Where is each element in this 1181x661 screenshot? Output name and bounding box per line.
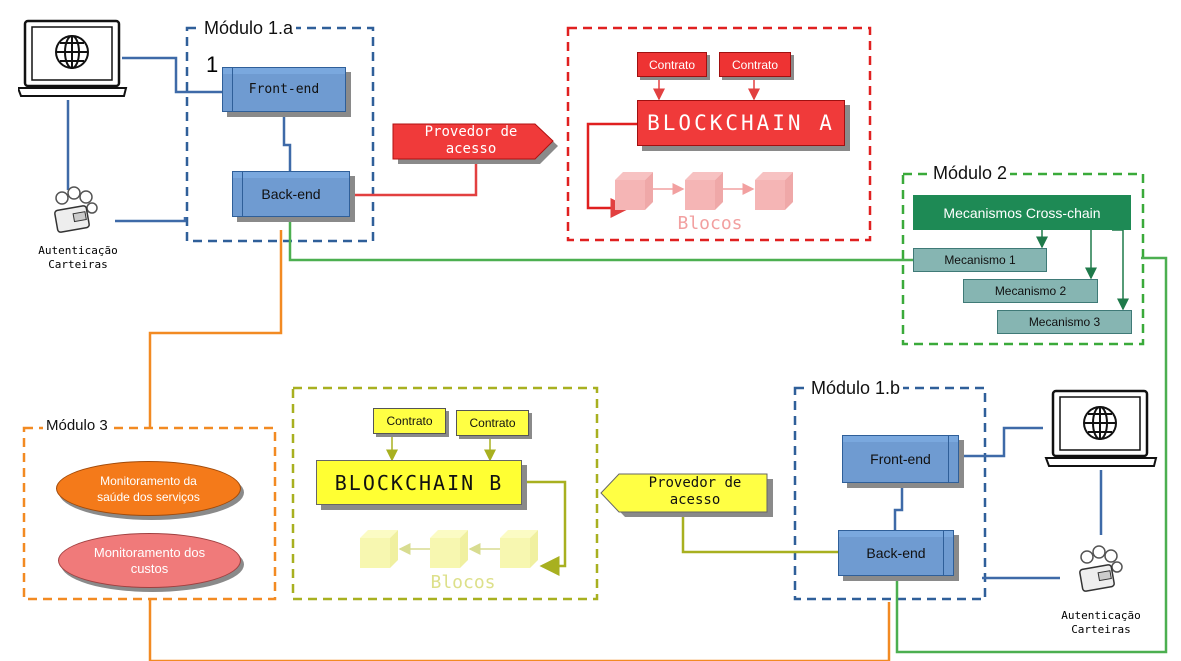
provider-arrow-b: Provedor de acesso	[600, 472, 776, 520]
block-a1	[613, 170, 655, 217]
block-a2	[683, 170, 725, 217]
module-2-title: Módulo 2	[930, 163, 1011, 184]
frontend-box-a[interactable]: Front-end	[222, 67, 346, 112]
frontend-label-b: Front-end	[870, 451, 931, 467]
provider-label-b: Provedor de acesso	[648, 475, 742, 508]
blocks-label-b: Blocos	[430, 572, 496, 593]
crosschain-header[interactable]: Mecanismos Cross-chain	[913, 195, 1131, 230]
provider-arrow-shape-a	[392, 123, 558, 164]
blockchain-a-frame	[566, 26, 872, 242]
backend-box-b[interactable]: Back-end	[838, 530, 954, 576]
wallet-a	[48, 186, 98, 236]
monitor-health[interactable]: Monitoramento da saúde dos serviços	[56, 461, 241, 516]
wallet-b	[1073, 545, 1123, 595]
frontend-label-a: Front-end	[248, 82, 320, 97]
laptop-globe-icon	[16, 19, 128, 97]
mechanism-2[interactable]: Mecanismo 2	[963, 279, 1098, 303]
wallet-coins-icon	[54, 186, 98, 233]
laptop-b	[1044, 388, 1158, 472]
laptop-a	[16, 18, 128, 102]
block-cube-icon	[755, 172, 793, 210]
blocks-label-a: Blocos	[677, 213, 743, 234]
module-1b-title: Módulo 1.b	[808, 378, 904, 399]
block-cube-icon	[500, 530, 538, 568]
backend-box-a[interactable]: Back-end	[232, 171, 350, 217]
mechanism-1[interactable]: Mecanismo 1	[913, 248, 1047, 272]
block-b2	[428, 528, 470, 575]
laptop-globe-icon	[1044, 389, 1158, 467]
module-1a-title: Módulo 1.a	[201, 18, 297, 39]
block-b1	[358, 528, 400, 575]
block-b3	[498, 528, 540, 575]
contract-a1[interactable]: Contrato	[637, 52, 707, 77]
provider-arrow-a: Provedor de acesso	[392, 122, 562, 166]
backend-label-b: Back-end	[866, 545, 926, 561]
block-cube-icon	[685, 172, 723, 210]
block-cube-icon	[430, 530, 468, 568]
contract-a2[interactable]: Contrato	[719, 52, 791, 77]
backend-label-a: Back-end	[261, 186, 321, 202]
block-a3	[753, 170, 795, 217]
mechanism-3[interactable]: Mecanismo 3	[997, 310, 1132, 334]
auth-label-a: Autenticação Carteiras	[38, 244, 118, 271]
auth-label-b: Autenticação Carteiras	[1061, 609, 1141, 636]
provider-arrow-shape-b	[600, 473, 773, 517]
blockchain-b-box[interactable]: BLOCKCHAIN B	[316, 460, 522, 505]
contract-b1[interactable]: Contrato	[373, 408, 446, 434]
block-cube-icon	[360, 530, 398, 568]
blockchain-b-frame	[291, 386, 599, 601]
provider-label-a: Provedor de acesso	[424, 124, 518, 157]
blockchain-a-box[interactable]: BLOCKCHAIN A	[637, 100, 845, 146]
frontend-box-b[interactable]: Front-end	[842, 435, 959, 483]
wallet-coins-icon	[1079, 545, 1123, 592]
module-1a-marker: 1	[206, 52, 219, 77]
block-cube-icon	[615, 172, 653, 210]
monitor-costs[interactable]: Monitoramento dos custos	[58, 533, 241, 588]
contract-b2[interactable]: Contrato	[456, 410, 529, 436]
module-3-title: Módulo 3	[43, 417, 111, 434]
